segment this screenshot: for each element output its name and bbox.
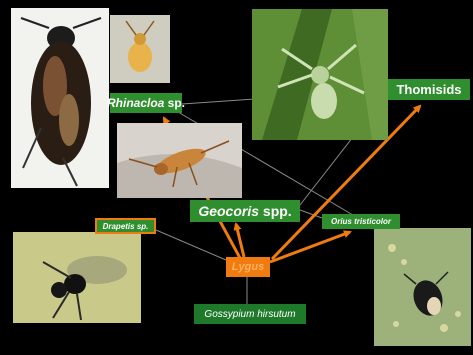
node-orius: Orius tristicolor bbox=[322, 214, 400, 229]
rhinacloa-suffix: sp. bbox=[164, 96, 185, 110]
lygus-label: Lygus bbox=[232, 261, 264, 273]
big-eyed-bug-photo bbox=[117, 123, 242, 198]
weak-link-lygus-drapetis bbox=[156, 230, 226, 260]
geocoris-genus: Geocoris bbox=[198, 203, 259, 219]
node-thomisids: Thomisids bbox=[388, 79, 470, 100]
drapetis-fly-photo bbox=[13, 232, 141, 323]
node-gossypium: Gossypium hirsutum bbox=[194, 304, 306, 324]
rhinacloa-genus: Rhinacloa bbox=[107, 96, 164, 110]
mirid-bug-photo bbox=[11, 8, 109, 188]
orius-label: Orius tristicolor bbox=[331, 217, 391, 226]
pale-nymph-photo bbox=[110, 15, 170, 83]
gossypium-label: Gossypium hirsutum bbox=[204, 309, 295, 320]
node-geocoris: Geocoris spp. bbox=[190, 200, 300, 222]
node-drapetis: Drapetis sp. bbox=[95, 218, 156, 234]
node-lygus: Lygus bbox=[226, 257, 270, 277]
geocoris-suffix: spp. bbox=[259, 203, 292, 219]
minute-pirate-bug-photo bbox=[374, 228, 471, 346]
drapetis-label: Drapetis sp. bbox=[103, 222, 149, 231]
crab-spider-photo bbox=[252, 9, 388, 140]
node-rhinacloa: Rhinacloa sp. bbox=[110, 93, 182, 113]
thomisids-label: Thomisids bbox=[396, 82, 461, 97]
